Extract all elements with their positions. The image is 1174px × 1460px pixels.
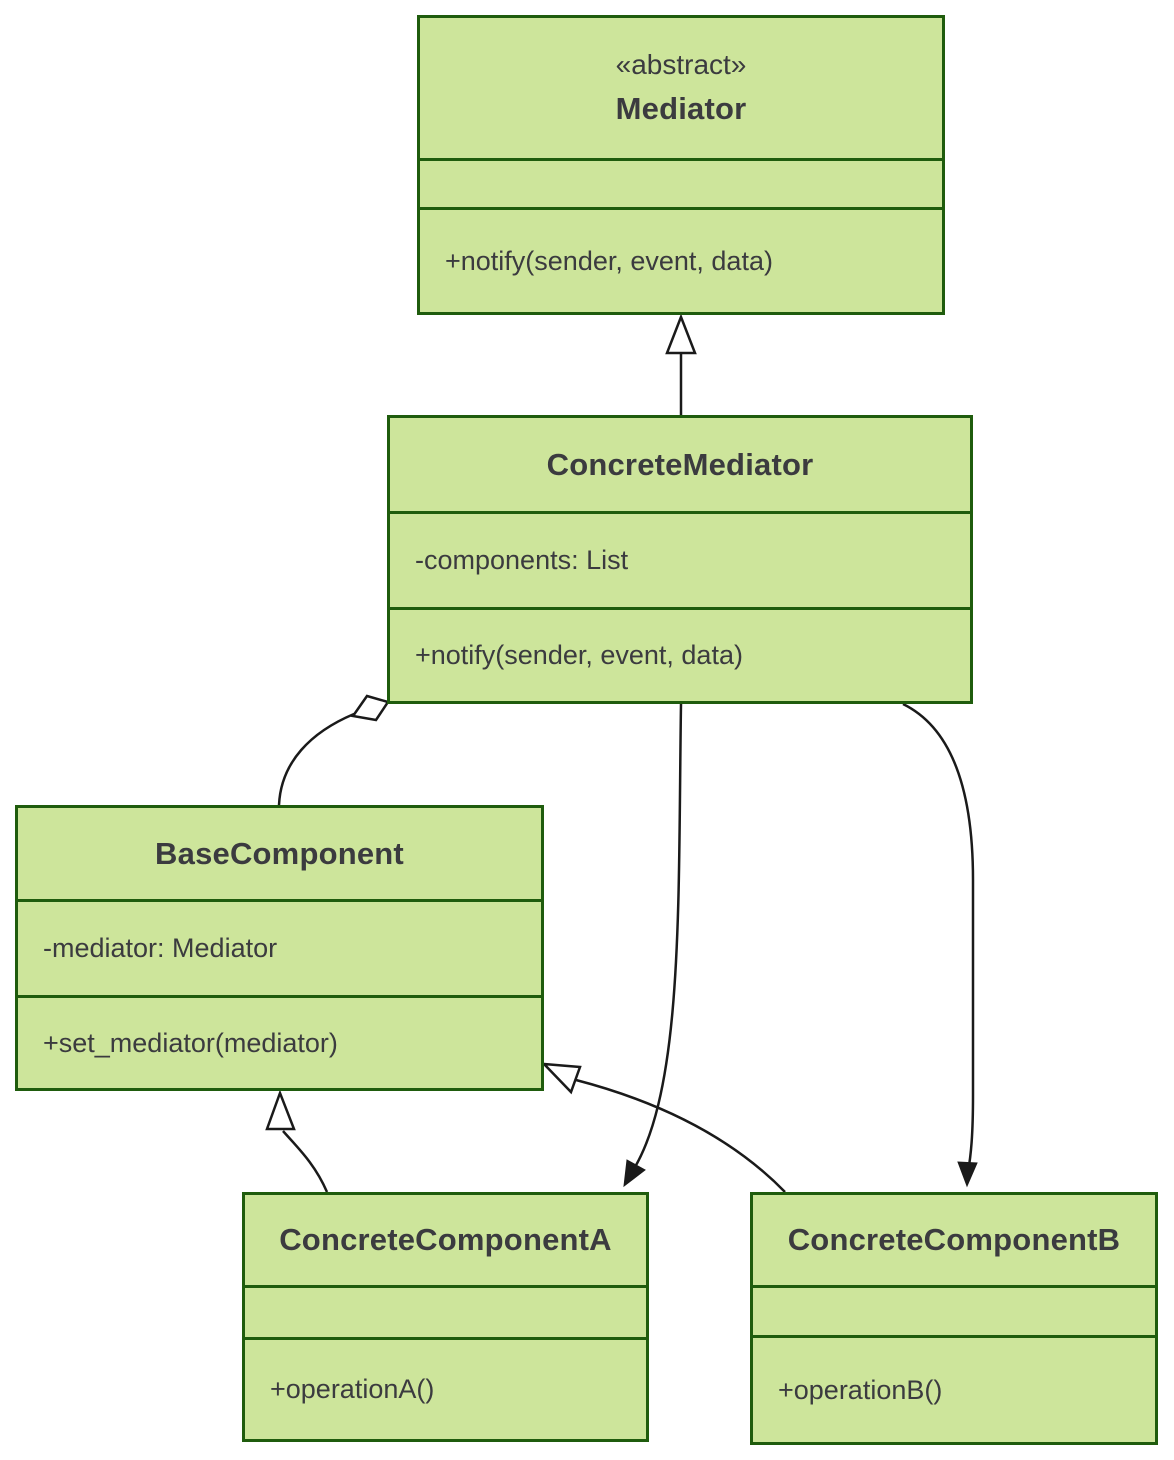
class-concrete-component-a: ConcreteComponentA +operationA() — [242, 1192, 649, 1442]
attribute-label: -components: List — [415, 545, 629, 575]
edge-inheritance-componenta-basecomponent — [282, 1130, 329, 1193]
class-concrete-component-a-methods: +operationA() — [245, 1337, 646, 1439]
inheritance-triangle-icon — [540, 1062, 582, 1095]
edge-association-concretemediator-componentb — [902, 702, 975, 1173]
class-concrete-component-b: ConcreteComponentB +operationB() — [750, 1192, 1158, 1445]
class-base-component-attributes: -mediator: Mediator — [18, 899, 541, 995]
inheritance-triangle-icon — [665, 313, 697, 355]
class-concrete-mediator-methods: +notify(sender, event, data) — [390, 607, 970, 701]
class-mediator-attributes — [420, 158, 942, 207]
class-mediator: «abstract» Mediator +notify(sender, even… — [417, 15, 945, 315]
edge-inheritance-componentb-basecomponent — [575, 1078, 786, 1193]
edge-aggregation-basecomponent-concretemediator — [277, 712, 355, 806]
method-label: +notify(sender, event, data) — [445, 245, 773, 276]
class-base-component-methods: +set_mediator(mediator) — [18, 995, 541, 1088]
method-label: +operationB() — [778, 1374, 943, 1405]
class-mediator-title: «abstract» Mediator — [420, 18, 942, 158]
edge-association-concretemediator-componenta — [630, 703, 683, 1173]
method-label: +notify(sender, event, data) — [415, 640, 743, 670]
arrowhead-icon — [957, 1161, 978, 1188]
class-concrete-component-b-attributes — [753, 1285, 1155, 1335]
class-concrete-component-a-name: ConcreteComponentA — [279, 1222, 612, 1257]
aggregation-diamond-icon — [350, 694, 390, 722]
class-mediator-stereotype: «abstract» — [615, 49, 747, 80]
attribute-label: -mediator: Mediator — [43, 933, 278, 963]
class-concrete-component-a-title: ConcreteComponentA — [245, 1195, 646, 1285]
class-base-component-title: BaseComponent — [18, 808, 541, 899]
class-mediator-name: Mediator — [615, 91, 747, 126]
class-concrete-mediator-title: ConcreteMediator — [390, 418, 970, 511]
class-mediator-methods: +notify(sender, event, data) — [420, 207, 942, 312]
class-base-component: BaseComponent -mediator: Mediator +set_m… — [15, 805, 544, 1091]
method-label: +set_mediator(mediator) — [43, 1027, 338, 1058]
method-label: +operationA() — [270, 1374, 435, 1404]
class-concrete-mediator: ConcreteMediator -components: List +noti… — [387, 415, 973, 704]
class-concrete-component-b-methods: +operationB() — [753, 1335, 1155, 1442]
class-concrete-mediator-name: ConcreteMediator — [546, 446, 814, 482]
arrowhead-icon — [623, 1159, 646, 1188]
class-concrete-component-b-name: ConcreteComponentB — [787, 1222, 1121, 1257]
class-base-component-name: BaseComponent — [155, 835, 404, 871]
class-concrete-mediator-attributes: -components: List — [390, 511, 970, 607]
inheritance-triangle-icon — [265, 1089, 296, 1131]
class-concrete-component-a-attributes — [245, 1285, 646, 1337]
class-concrete-component-b-title: ConcreteComponentB — [753, 1195, 1155, 1285]
